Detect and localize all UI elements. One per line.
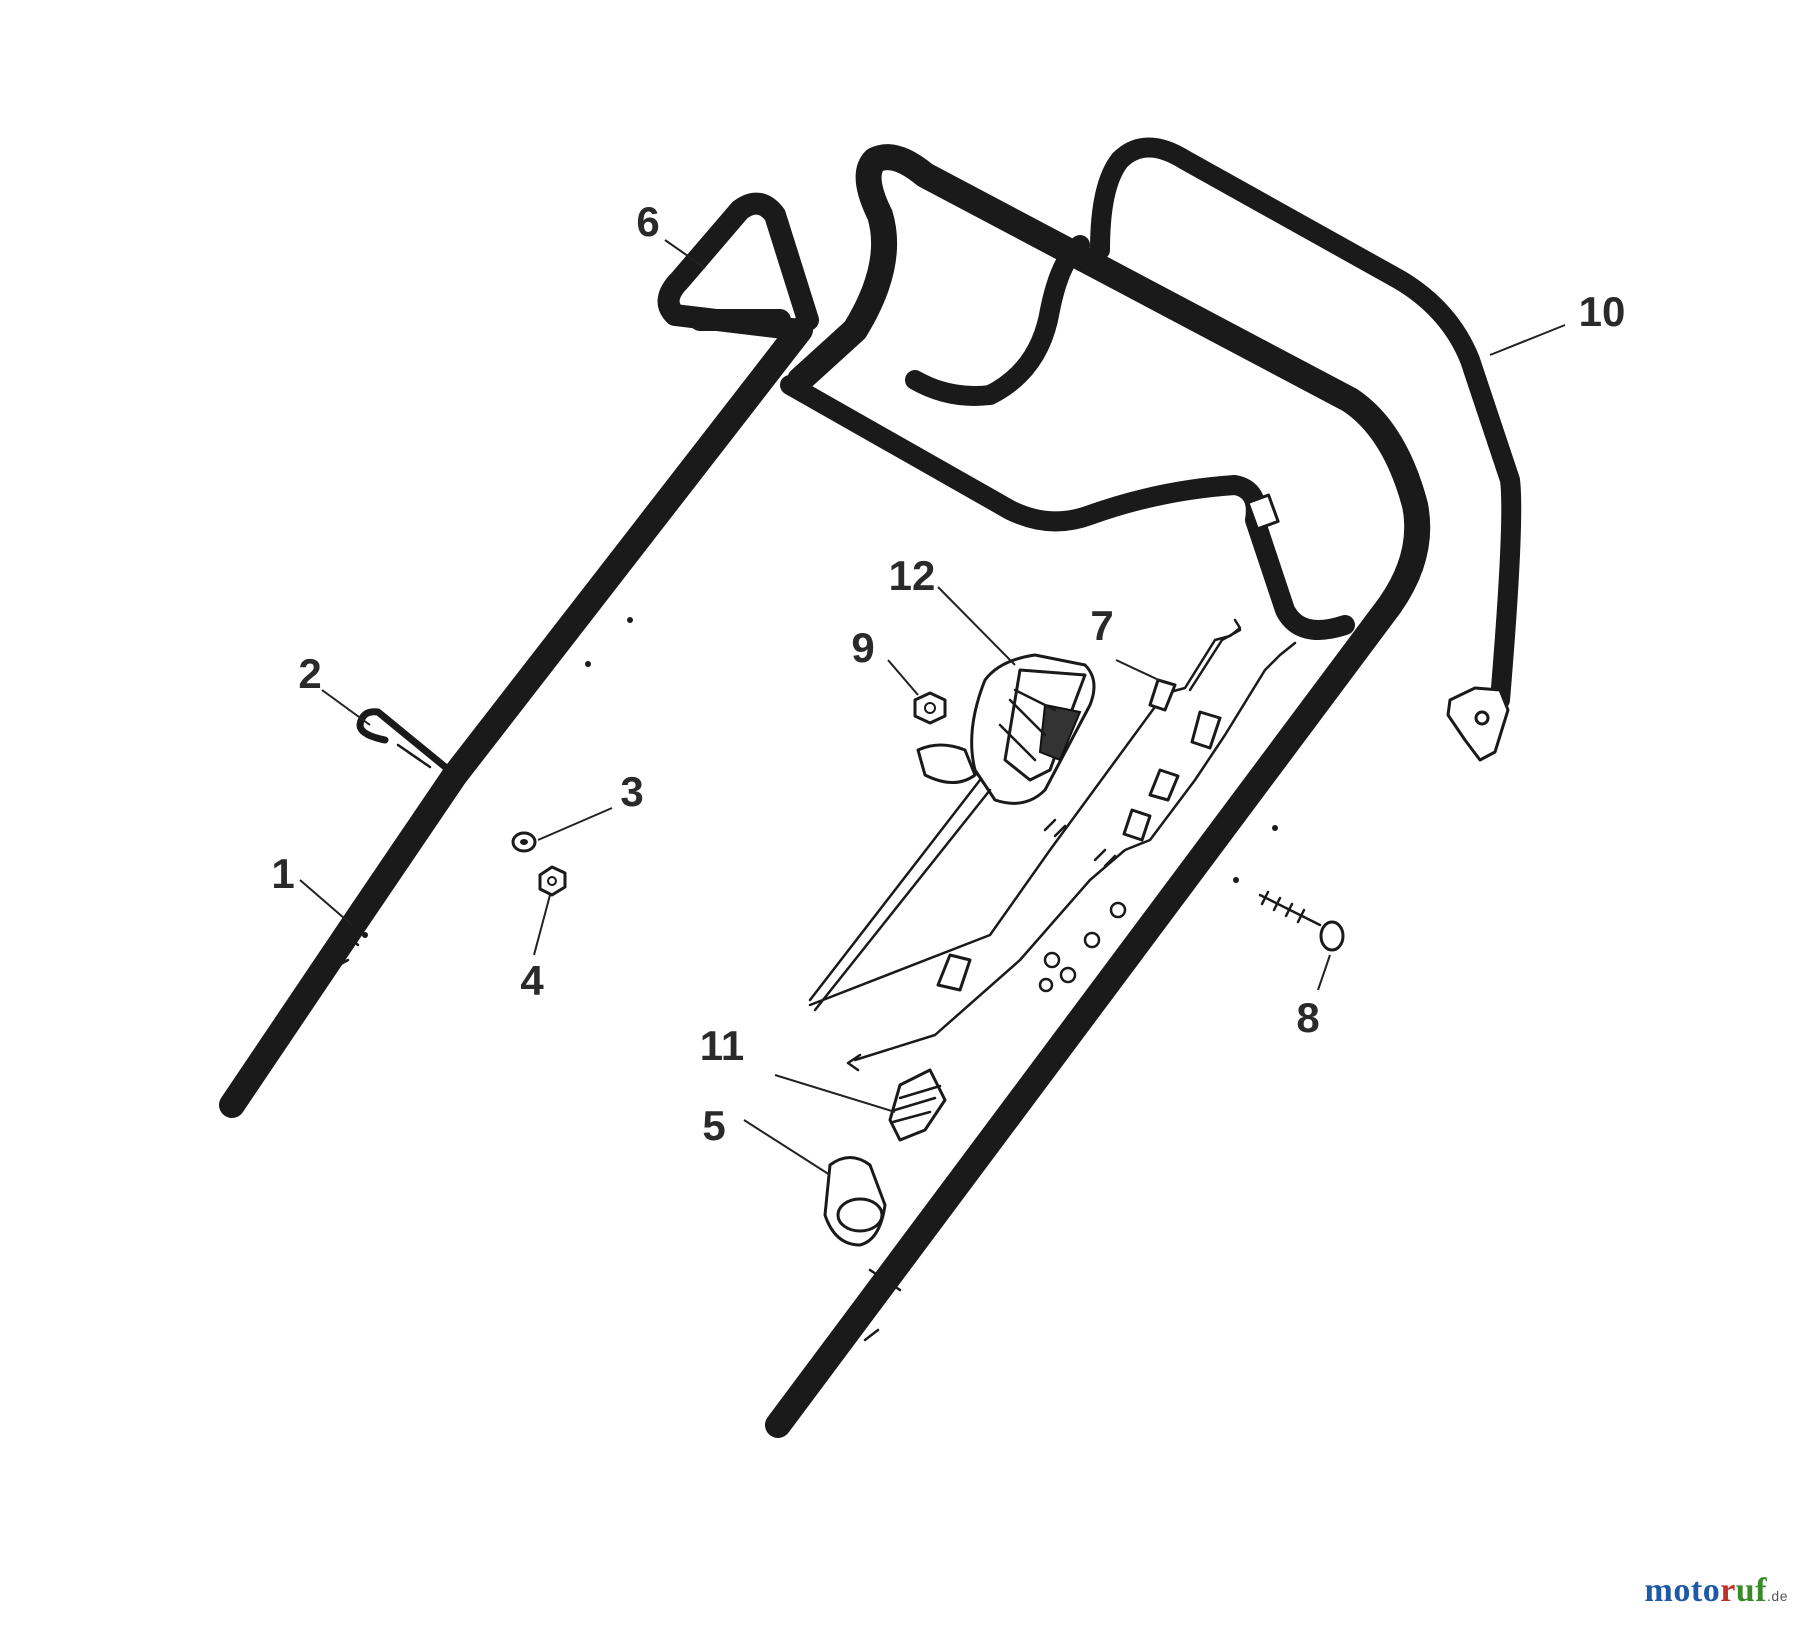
part-7-cables: [808, 618, 1297, 1072]
callout-labels: 1 2 3 4 5 6 7 8 9 10 11 12: [271, 198, 1625, 1149]
part-8-bolt: [1258, 890, 1345, 952]
part-5-clip: [823, 1156, 887, 1247]
callout-7: 7: [1090, 602, 1113, 649]
cable-washers: [1038, 901, 1127, 993]
callout-4: 4: [520, 957, 544, 1004]
part-11-cable-end: [888, 1068, 947, 1142]
part-3-washer: [511, 831, 537, 853]
callout-6: 6: [636, 198, 659, 245]
part-4-nut: [538, 865, 567, 897]
watermark-part2: r: [1720, 1572, 1736, 1609]
callout-3: 3: [620, 768, 643, 815]
watermark-logo: motoruf.de: [1645, 1572, 1788, 1610]
upper-handle-frame: [765, 144, 1431, 1438]
part-2-hook-bolt: [356, 708, 459, 779]
callout-10: 10: [1579, 288, 1626, 335]
callout-1: 1: [271, 850, 294, 897]
part-12-control-box: [916, 653, 1096, 805]
watermark-suffix: .de: [1767, 1588, 1788, 1604]
watermark-part3: uf: [1735, 1572, 1768, 1609]
part-10-outer-bail: [1090, 137, 1522, 762]
part-6-handle-loop: [657, 192, 819, 341]
bail-wire: [780, 235, 1355, 640]
part-9-nut: [913, 691, 947, 725]
part-1-left-handle-tube: [219, 317, 813, 1118]
watermark-part1: moto: [1644, 1572, 1721, 1609]
callout-12: 12: [889, 552, 936, 599]
callout-9: 9: [851, 624, 874, 671]
callout-8: 8: [1296, 994, 1319, 1041]
callout-2: 2: [298, 650, 321, 697]
callout-11: 11: [700, 1022, 744, 1069]
callout-5: 5: [702, 1102, 725, 1149]
leader-lines: [299, 239, 1566, 1176]
